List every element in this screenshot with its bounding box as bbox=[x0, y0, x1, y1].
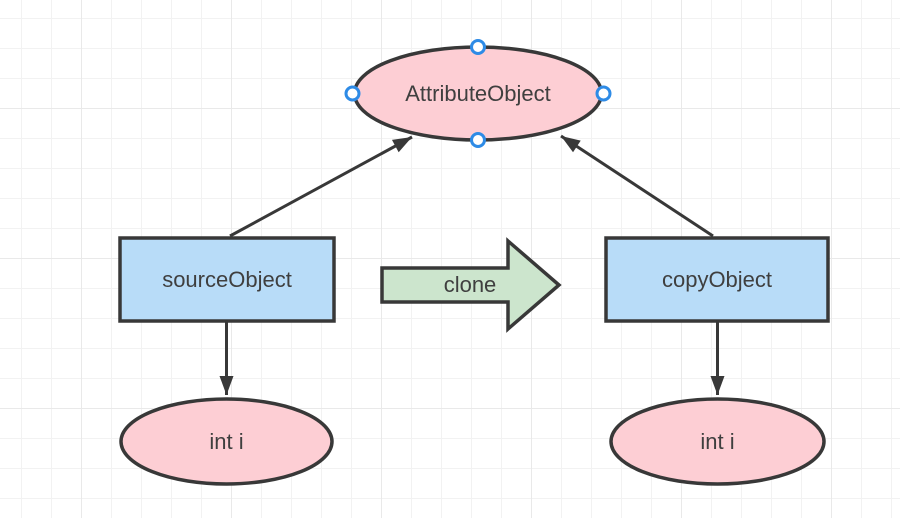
block-arrow-right-icon[interactable] bbox=[380, 237, 562, 333]
copy-object-rect[interactable] bbox=[604, 236, 830, 323]
copy-int-label: int i bbox=[700, 429, 734, 454]
clone-arrow-label: clone bbox=[444, 272, 497, 297]
selection-handles bbox=[344, 39, 612, 148]
node-copy-object[interactable]: copyObject bbox=[604, 236, 830, 323]
edge-source-to-attribute[interactable] bbox=[229, 135, 413, 238]
node-source-int[interactable]: int i bbox=[119, 397, 334, 486]
handle-bottom[interactable] bbox=[470, 132, 486, 148]
node-clone-arrow[interactable]: clone bbox=[380, 237, 562, 333]
copy-object-label: copyObject bbox=[662, 267, 772, 292]
handle-right[interactable] bbox=[595, 85, 612, 102]
node-source-object[interactable]: sourceObject bbox=[118, 236, 336, 323]
node-attribute-object[interactable]: AttributeObject bbox=[352, 45, 604, 142]
source-int-ellipse[interactable] bbox=[119, 397, 334, 486]
source-object-rect[interactable] bbox=[118, 236, 336, 323]
source-object-label: sourceObject bbox=[162, 267, 292, 292]
edges bbox=[219, 134, 725, 395]
source-int-label: int i bbox=[209, 429, 243, 454]
attribute-object-label: AttributeObject bbox=[405, 81, 551, 106]
node-copy-int[interactable]: int i bbox=[609, 397, 826, 486]
handle-top[interactable] bbox=[470, 39, 486, 55]
copy-int-ellipse[interactable] bbox=[609, 397, 826, 486]
handle-left[interactable] bbox=[344, 85, 361, 102]
edge-copy-to-attribute[interactable] bbox=[560, 134, 714, 238]
